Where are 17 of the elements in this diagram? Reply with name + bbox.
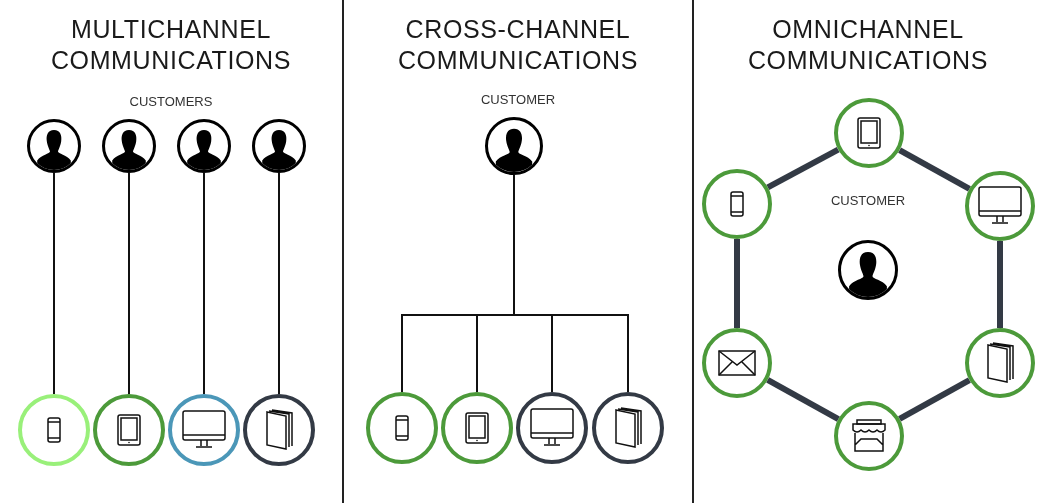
connector-line <box>898 147 971 192</box>
audience-label: CUSTOMER <box>830 192 906 210</box>
connector-line <box>203 172 205 395</box>
panel-title: CROSS-CHANNEL COMMUNICATIONS <box>396 14 640 76</box>
audience-label: CUSTOMER <box>480 91 556 109</box>
connector-line <box>997 241 1003 328</box>
connector-line <box>734 239 740 328</box>
connector-line <box>513 174 629 393</box>
panel-title: MULTICHANNEL COMMUNICATIONS <box>49 14 293 76</box>
connector-line <box>766 377 840 422</box>
panel-title: OMNICHANNEL COMMUNICATIONS <box>746 14 990 76</box>
connector-line <box>766 146 840 191</box>
connector-line <box>53 172 55 395</box>
connector-line <box>898 377 971 422</box>
audience-label: CUSTOMERS <box>129 93 213 111</box>
connector-line <box>278 172 280 395</box>
connector-line <box>128 172 130 395</box>
